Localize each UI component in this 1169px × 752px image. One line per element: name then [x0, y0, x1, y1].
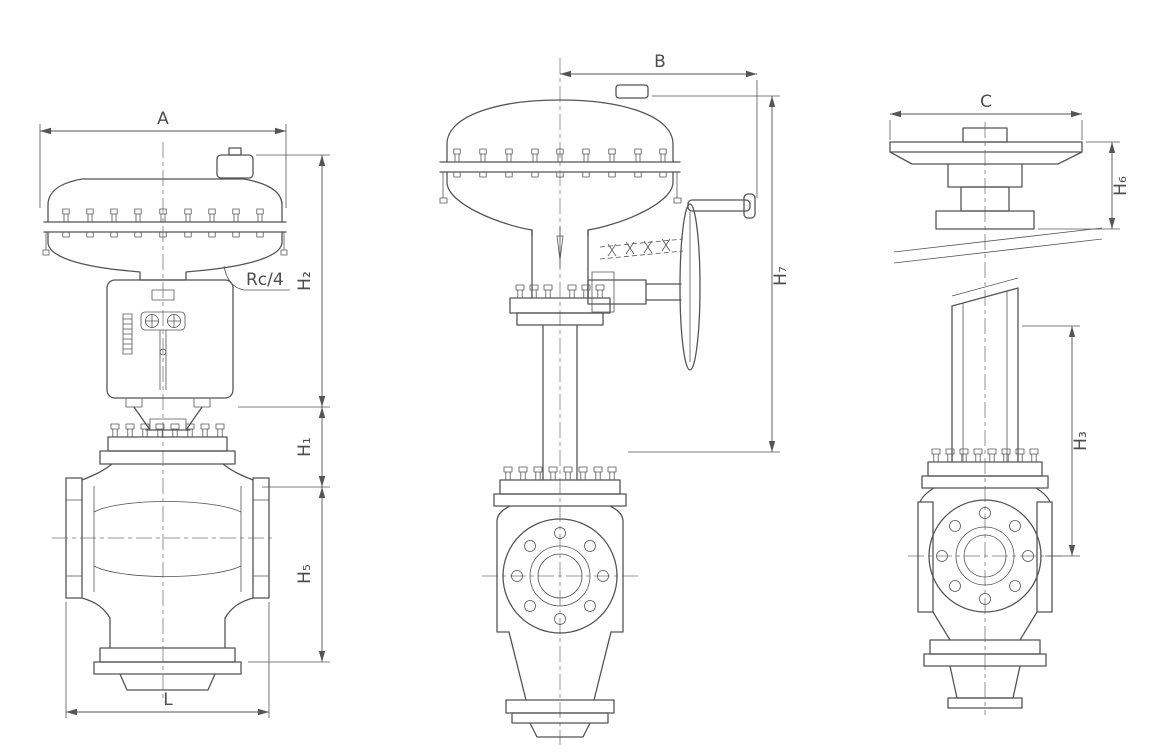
dimension-c: C	[889, 92, 1083, 140]
dimension-a: A	[39, 109, 287, 208]
thread-port-callout: Rc/4	[223, 265, 290, 291]
crank-grip	[743, 193, 756, 219]
centerlines-front	[52, 142, 276, 700]
dim-label-h5: H₅	[295, 564, 315, 584]
centerlines-rear	[908, 122, 1062, 715]
yoke-front	[133, 406, 203, 431]
valve-body-front	[65, 423, 270, 691]
chain	[599, 238, 684, 260]
actuator-front	[42, 147, 288, 281]
actuator-side	[439, 84, 682, 237]
crank-handle	[687, 199, 751, 212]
front-view: Rc/4	[39, 109, 330, 718]
top-handwheel	[889, 127, 1103, 264]
dim-label-h6: H₆	[1111, 176, 1131, 196]
dim-label-h2: H₂	[295, 271, 315, 291]
dimension-h7: H₇	[628, 95, 791, 453]
dim-label-a: A	[157, 109, 169, 129]
dimension-h1: H₁	[262, 407, 330, 488]
dim-label-c: C	[980, 92, 992, 112]
side-handwheel-assembly	[587, 193, 756, 371]
dim-label-h3: H₃	[1071, 431, 1091, 451]
dimension-h2: H₂	[238, 154, 330, 408]
dimension-h3: H₃	[1022, 325, 1091, 557]
dim-label-h1: H₁	[295, 437, 315, 457]
centerlines-side	[482, 58, 638, 745]
dim-label-b: B	[654, 52, 666, 72]
dim-label-h7: H₇	[771, 266, 791, 286]
dimension-l: L	[65, 602, 270, 718]
valve-body-rear	[917, 277, 1053, 709]
dimension-h6: H₆	[1038, 141, 1131, 230]
positioner	[106, 279, 234, 408]
dim-label-rc4: Rc/4	[246, 270, 284, 290]
valve-body-side	[493, 466, 627, 738]
rear-view: C H₆ H₃	[889, 92, 1131, 715]
mounting-surface-break	[893, 227, 1103, 264]
dimension-b: B	[560, 52, 758, 198]
side-view: B H₇	[439, 52, 791, 745]
dim-label-l: L	[163, 690, 173, 710]
dimension-h5: H₅	[248, 487, 330, 663]
